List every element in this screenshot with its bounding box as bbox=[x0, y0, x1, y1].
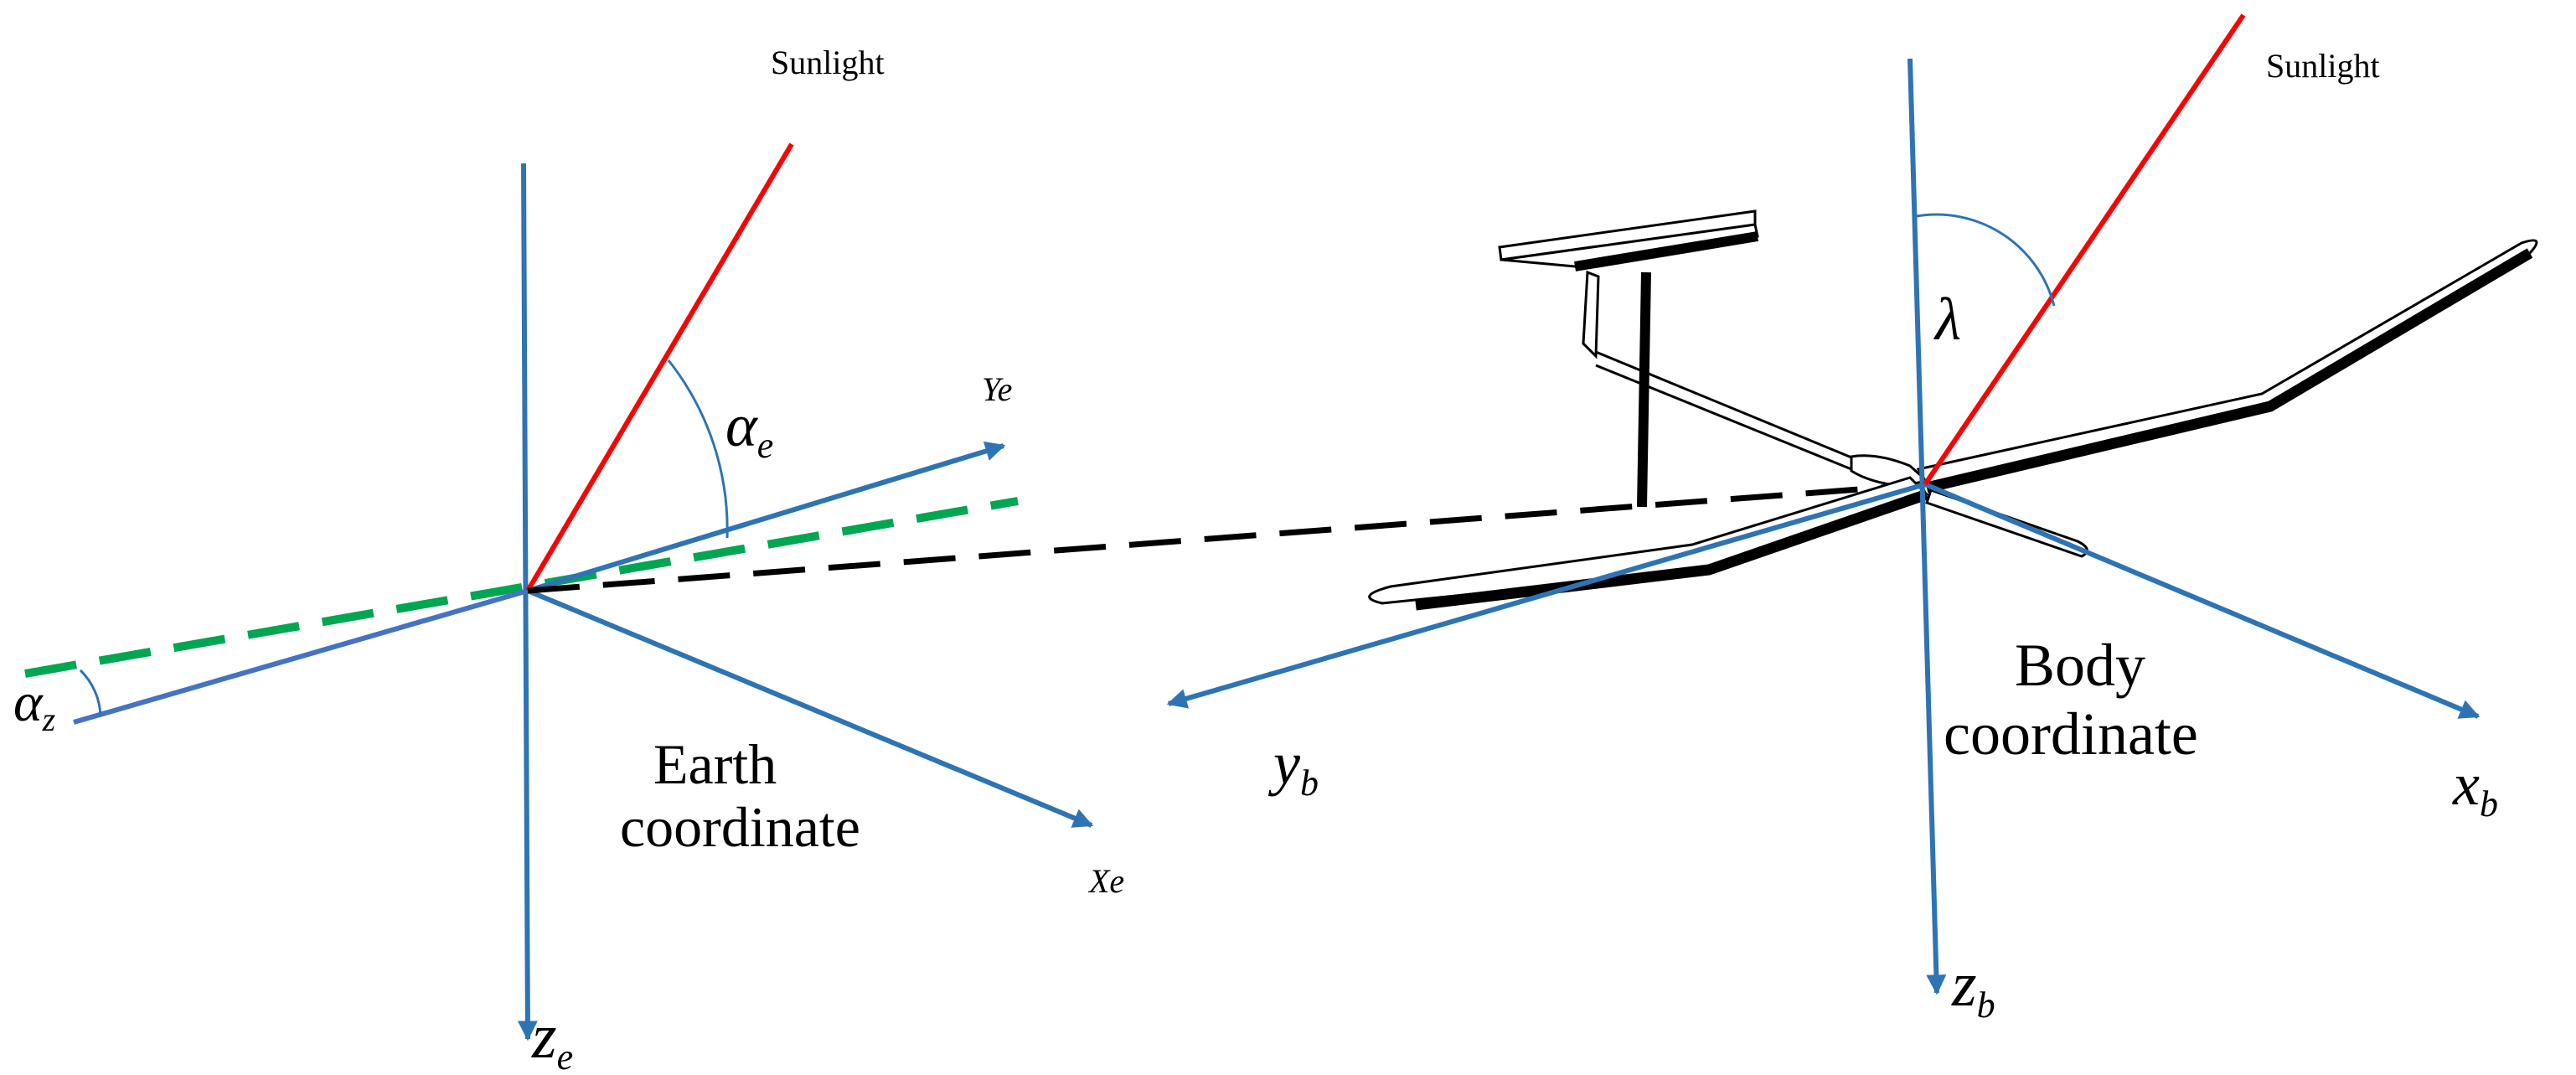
earth-sunlight-ray bbox=[525, 142, 794, 592]
earth-coordinate-title-line1: Earth bbox=[653, 732, 777, 796]
body-coordinate-title-line2: coordinate bbox=[1944, 700, 2198, 767]
body-sunlight-ray bbox=[1923, 13, 2246, 486]
alpha-e-angle-arc bbox=[667, 359, 729, 539]
ze-axis-label: ze bbox=[531, 1001, 573, 1075]
alpha-z-label: αz bbox=[13, 672, 56, 738]
lambda-angle-arc bbox=[1916, 213, 2056, 307]
lambda-label: λ bbox=[1933, 286, 1961, 353]
zb-axis-label: zb bbox=[1951, 949, 1995, 1026]
ze-sub: e bbox=[557, 1036, 574, 1075]
sunlight-label-left: Sunlight bbox=[771, 44, 885, 81]
zb-sub: b bbox=[1977, 985, 1995, 1026]
body-xb-axis bbox=[1923, 482, 2480, 719]
earth-xe-axis bbox=[526, 588, 1094, 828]
yb-sub: b bbox=[1300, 762, 1319, 804]
earth-ye-axis bbox=[527, 441, 1006, 593]
body-coordinate-frame bbox=[1166, 13, 2480, 995]
xe-axis-label: Xe bbox=[1087, 862, 1124, 900]
alpha-e-sub: e bbox=[757, 425, 774, 466]
xb-axis-label: xb bbox=[2452, 751, 2498, 824]
ye-axis-label: Ye bbox=[982, 370, 1012, 408]
xb-main: x bbox=[2452, 751, 2480, 818]
earth-coordinate-title-line2: coordinate bbox=[620, 795, 860, 859]
zb-main: z bbox=[1951, 949, 1977, 1020]
sunlight-label-right: Sunlight bbox=[2266, 47, 2380, 85]
alpha-e-label: αe bbox=[725, 392, 773, 466]
frame-link-line bbox=[527, 481, 1926, 594]
body-coordinate-title-line1: Body bbox=[2015, 632, 2145, 699]
xb-sub: b bbox=[2480, 783, 2498, 824]
alpha-z-sub: z bbox=[42, 700, 56, 738]
earth-coordinate-frame bbox=[24, 142, 1094, 1041]
yb-main: y bbox=[1267, 730, 1300, 797]
alpha-e-main: α bbox=[725, 392, 758, 459]
alpha-z-main: α bbox=[13, 672, 44, 733]
aircraft-icon bbox=[1368, 209, 2538, 611]
earth-ye-axis-extension bbox=[73, 588, 529, 725]
yb-axis-label: yb bbox=[1267, 730, 1319, 804]
body-zb-axis bbox=[1907, 58, 1947, 995]
earth-ze-axis bbox=[517, 163, 538, 1041]
body-yb-axis bbox=[1166, 482, 1926, 709]
earth-sun-projection-line bbox=[24, 497, 1019, 678]
ze-main: z bbox=[531, 1001, 557, 1072]
alpha-z-angle-arc bbox=[79, 669, 102, 717]
